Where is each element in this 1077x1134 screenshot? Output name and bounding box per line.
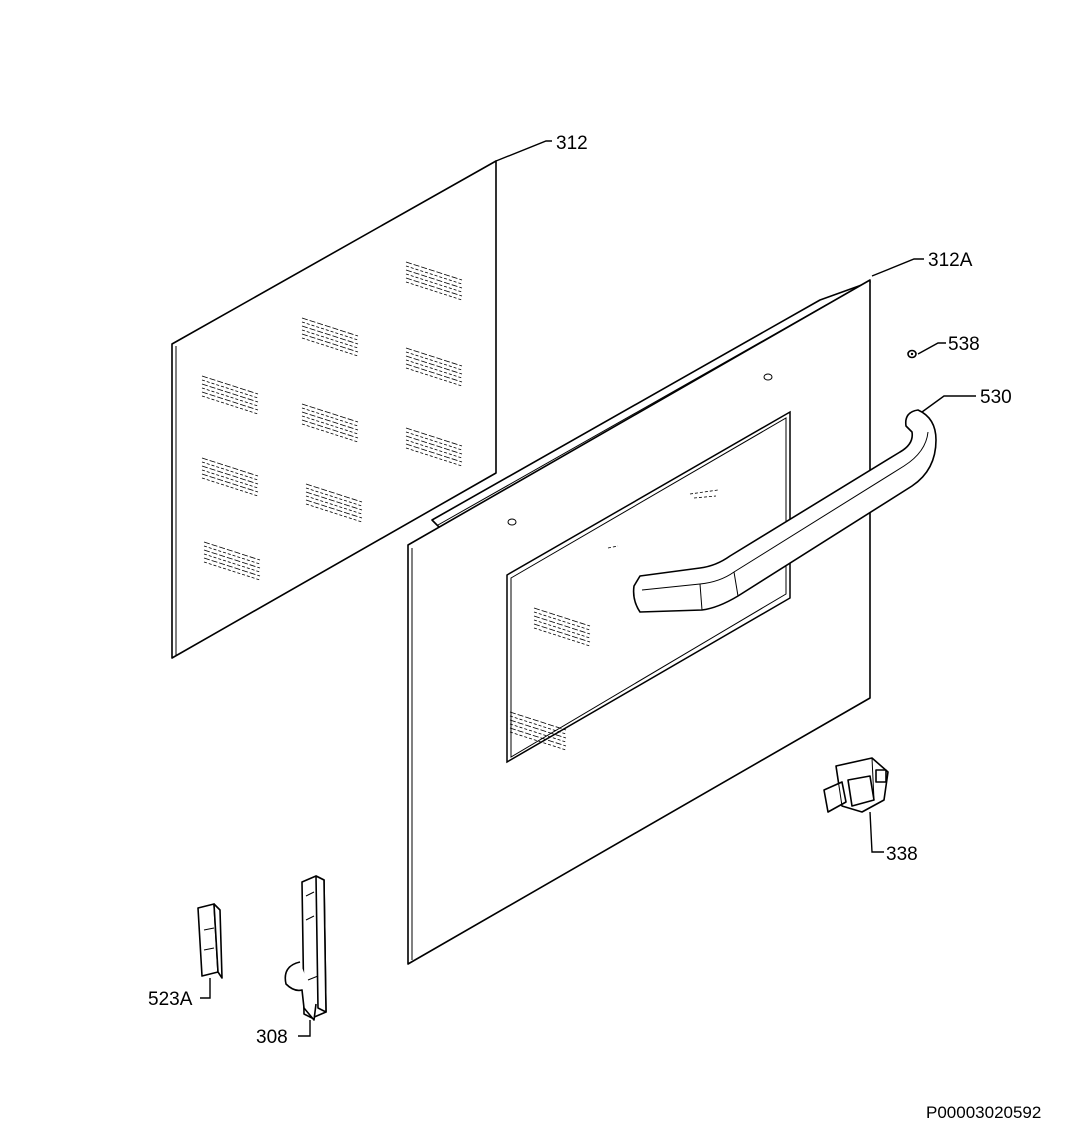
callout-312: 312 — [556, 133, 588, 154]
reflection-hatch-line — [405, 261, 463, 281]
reflection-hatch-line — [301, 411, 359, 431]
reflection-hatch-line — [405, 427, 463, 447]
part-523A-bracket — [197, 903, 223, 979]
reflection-hatch-line — [203, 557, 261, 577]
reflection-hatch-line — [203, 549, 261, 569]
reflection-hatch-line — [201, 465, 259, 485]
leader-530 — [921, 395, 976, 413]
reflection-hatch-line — [509, 711, 567, 731]
reflection-hatch-line — [201, 391, 259, 411]
reflection-hatch-line — [533, 623, 591, 643]
reflection-hatch-line — [201, 473, 259, 493]
part-312A-door-panel — [407, 279, 871, 965]
reflection-hatch-line — [693, 495, 717, 499]
reflection-hatch-line — [509, 719, 567, 739]
part-538-screw — [907, 349, 917, 359]
part-338-door-clip — [823, 757, 889, 813]
callout-312A: 312A — [928, 250, 973, 271]
reflection-hatch-line — [301, 325, 359, 345]
leader-538 — [917, 342, 946, 355]
leader-523A — [200, 978, 211, 999]
reflection-hatch-line — [509, 727, 567, 747]
reflection-hatch-line — [405, 277, 463, 297]
part-308-hinge — [284, 875, 327, 1021]
callout-538: 538 — [948, 334, 980, 355]
reflection-hatch-line — [301, 317, 359, 337]
reflection-hatch-line — [405, 363, 463, 383]
reflection-hatch-line — [201, 457, 259, 477]
screw-hole — [507, 518, 517, 526]
glass-reflection-marks — [201, 261, 463, 581]
reflection-hatch-line — [405, 269, 463, 289]
reflection-hatch-line — [301, 403, 359, 423]
reflection-hatch-line — [301, 419, 359, 439]
callout-308: 308 — [256, 1027, 288, 1048]
document-id: P00003020592 — [926, 1103, 1041, 1122]
reflection-hatch-line — [201, 375, 259, 395]
reflection-hatch-line — [305, 491, 363, 511]
callout-523A: 523A — [148, 989, 193, 1010]
reflection-hatch-line — [203, 541, 261, 561]
window-reflection-marks — [509, 489, 719, 751]
callout-338: 338 — [886, 844, 918, 865]
reflection-hatch-line — [405, 347, 463, 367]
reflection-hatch-line — [533, 615, 591, 635]
callout-530: 530 — [980, 387, 1012, 408]
reflection-hatch-line — [607, 545, 619, 549]
reflection-hatch-line — [405, 355, 463, 375]
reflection-hatch-line — [305, 483, 363, 503]
reflection-hatch-line — [305, 499, 363, 519]
leader-338 — [869, 811, 884, 853]
reflection-hatch-line — [405, 435, 463, 455]
leader-312 — [495, 140, 552, 162]
leader-312A — [871, 258, 924, 277]
reflection-hatch-line — [405, 443, 463, 463]
reflection-hatch-line — [301, 333, 359, 353]
screw-hole — [763, 373, 773, 381]
reflection-hatch-line — [201, 383, 259, 403]
part-312-inner-glass — [171, 160, 497, 659]
leader-308 — [298, 1020, 311, 1037]
reflection-hatch-line — [533, 607, 591, 627]
part-530-door-handle — [632, 409, 937, 613]
